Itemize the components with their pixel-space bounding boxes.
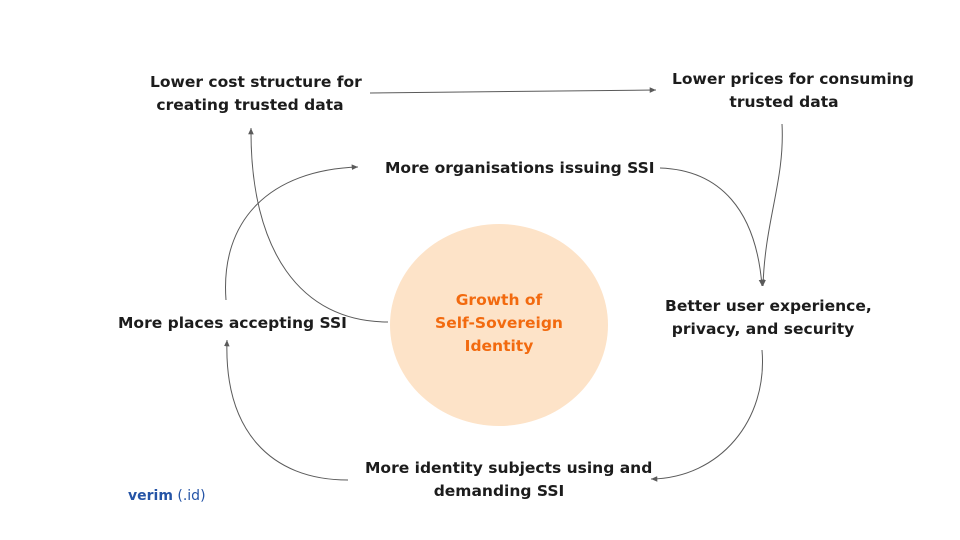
node-better-ux-line1: Better user experience, bbox=[665, 297, 872, 315]
node-lower-cost: Lower cost structure for creating truste… bbox=[150, 71, 362, 117]
node-subjects-using-line1: More identity subjects using and bbox=[365, 459, 653, 477]
node-places-accepting: More places accepting SSI bbox=[118, 312, 347, 335]
node-subjects-using-line2: demanding SSI bbox=[433, 482, 565, 500]
node-orgs-issuing-line1: More organisations issuing SSI bbox=[385, 159, 655, 177]
node-better-ux: Better user experience, privacy, and sec… bbox=[665, 295, 872, 341]
hub-label-line1: Growth of bbox=[455, 291, 543, 309]
logo-name: verim bbox=[128, 488, 173, 504]
node-lower-prices-line1: Lower prices for consuming bbox=[672, 70, 914, 88]
logo-suffix: (.id) bbox=[177, 488, 206, 504]
edge-ux-to-subjects bbox=[650, 349, 763, 482]
node-lower-prices: Lower prices for consuming trusted data bbox=[672, 68, 914, 114]
edge-hub-to-cost bbox=[248, 127, 389, 323]
edge-subjects-to-places bbox=[223, 339, 349, 481]
hub-label-line2: Self-Sovereign bbox=[435, 314, 563, 332]
verim-logo: verim (.id) bbox=[128, 488, 206, 504]
edge-cost-to-prices bbox=[369, 87, 657, 94]
growth-hub-circle bbox=[390, 224, 608, 426]
node-lower-cost-line1: Lower cost structure for bbox=[150, 73, 362, 91]
node-lower-cost-line2: creating trusted data bbox=[156, 96, 344, 114]
node-places-accepting-line1: More places accepting SSI bbox=[118, 314, 347, 332]
hub-label: Growth of Self-Sovereign Identity bbox=[400, 289, 598, 358]
edge-prices-to-ux bbox=[760, 123, 783, 287]
node-lower-prices-line2: trusted data bbox=[729, 93, 839, 111]
node-subjects-using: More identity subjects using and demandi… bbox=[365, 457, 653, 503]
edge-orgs-to-ux bbox=[659, 167, 765, 287]
node-better-ux-line2: privacy, and security bbox=[671, 320, 855, 338]
node-orgs-issuing: More organisations issuing SSI bbox=[385, 157, 655, 180]
hub-label-line3: Identity bbox=[464, 337, 534, 355]
edge-places-to-orgs bbox=[225, 164, 359, 301]
